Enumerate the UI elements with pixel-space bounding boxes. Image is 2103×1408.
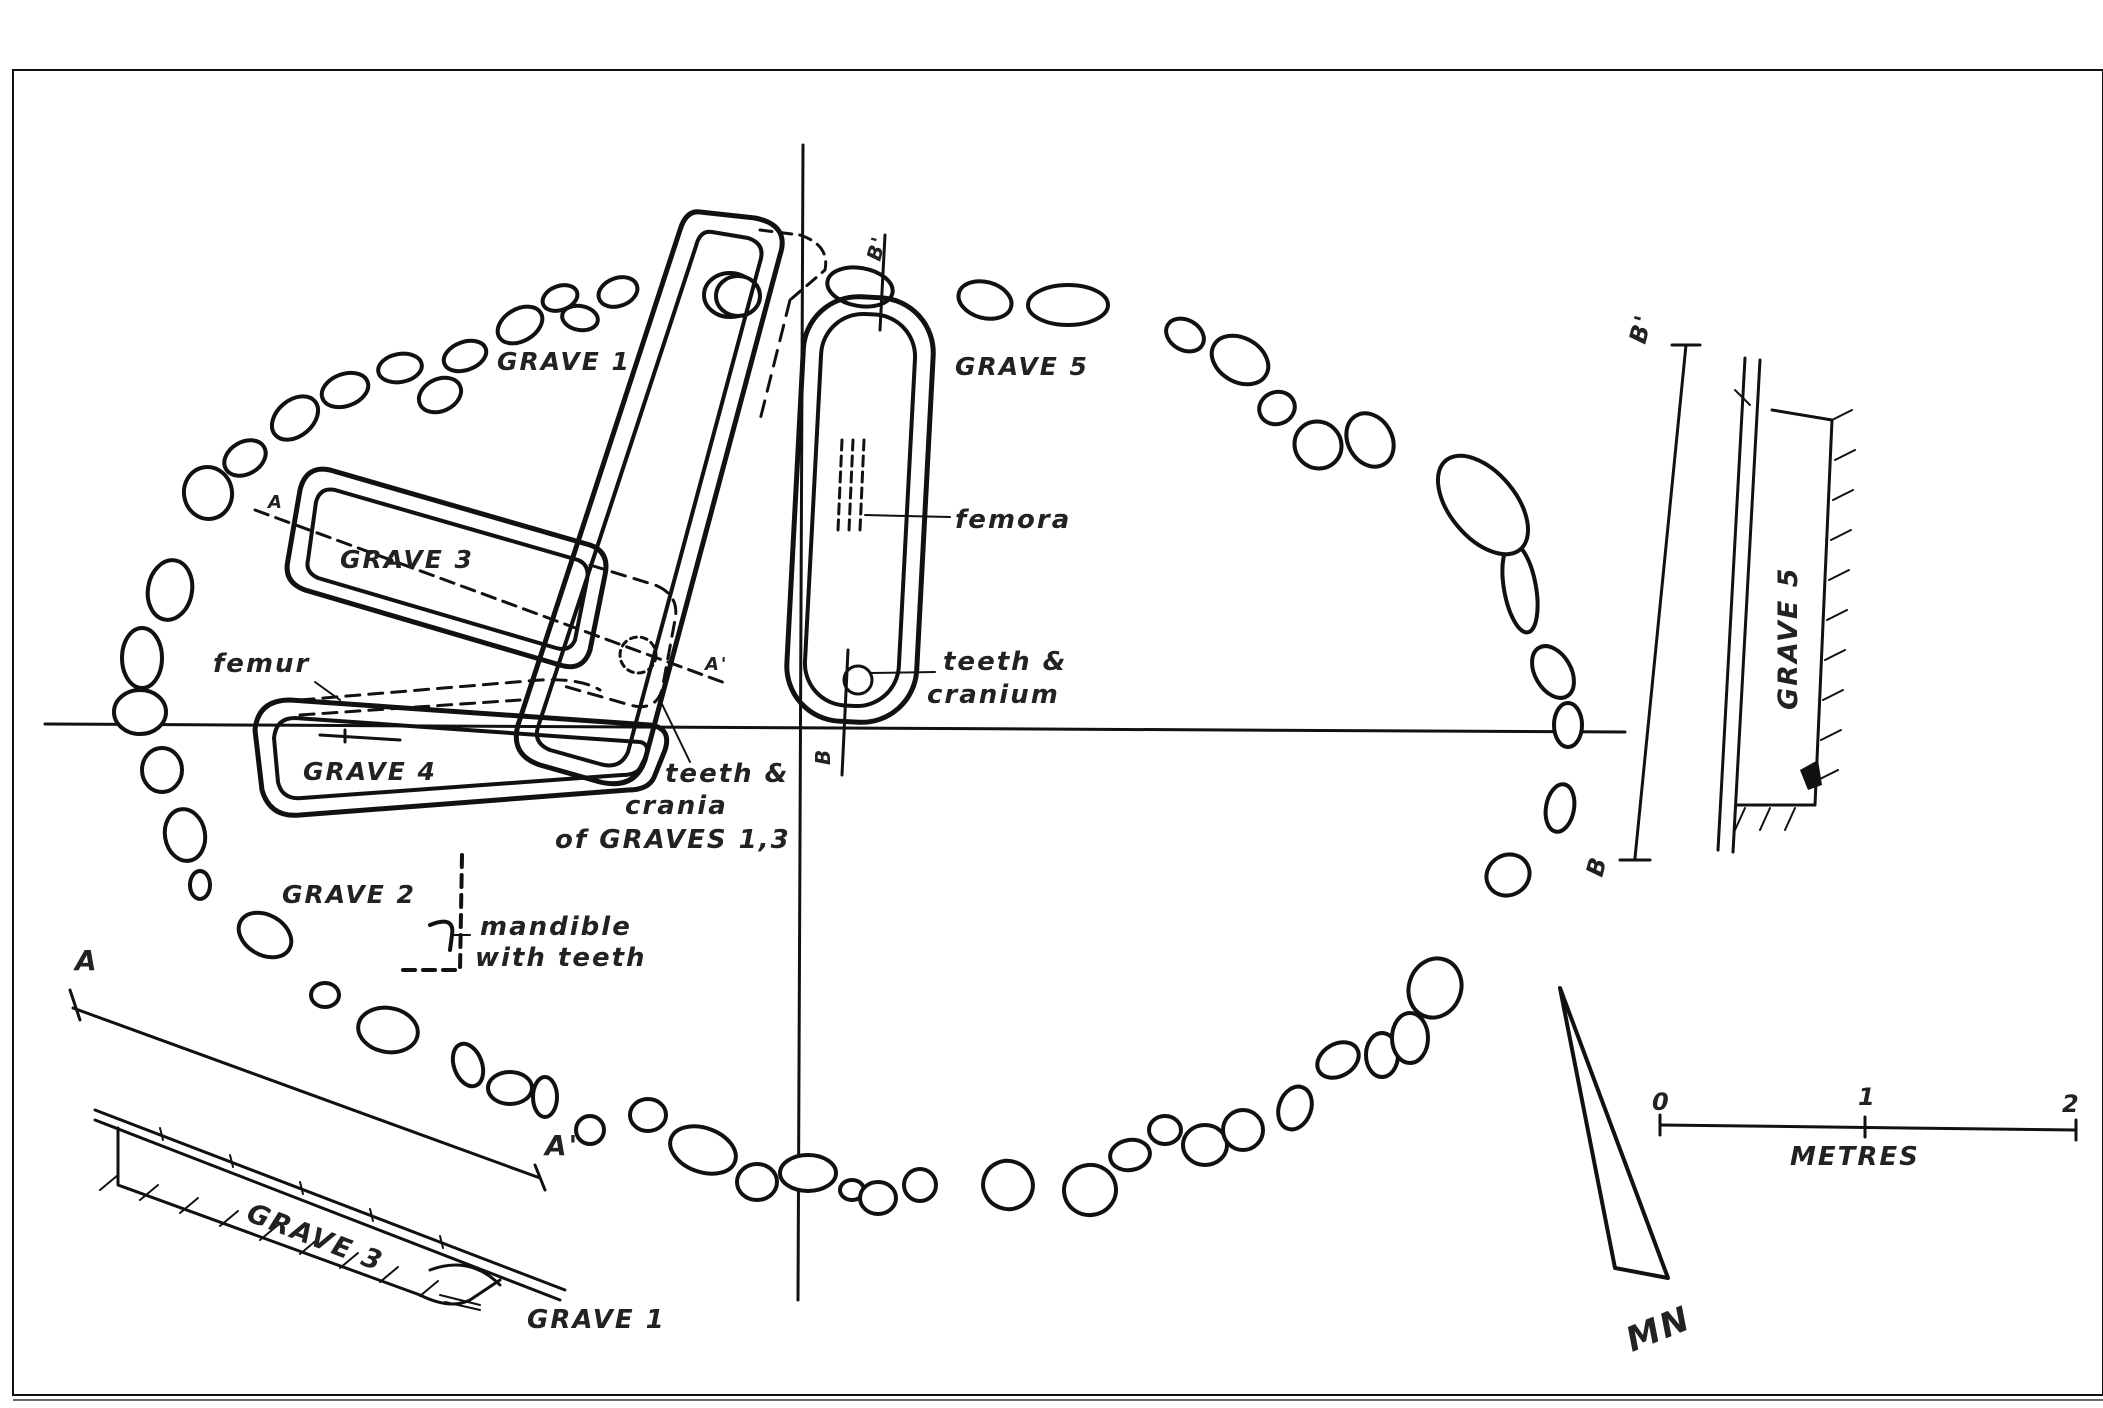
- stone: [1344, 411, 1396, 469]
- label-grave-1: GRAVE 1: [497, 347, 631, 376]
- marker-a-prime-section: A': [543, 1129, 579, 1162]
- plan-labels: GRAVE 1 GRAVE 3 GRAVE 4 GRAVE 5 GRAVE 2 …: [213, 347, 1089, 973]
- stone: [1257, 389, 1297, 427]
- stone: [145, 558, 195, 622]
- grave-1-outline: [513, 209, 828, 787]
- marker-b-prime-plan: B': [862, 233, 892, 264]
- section-lines: [68, 233, 1702, 1192]
- stone: [628, 1097, 668, 1133]
- stone: [1147, 1114, 1183, 1146]
- label-teeth-cranium-1: teeth &: [943, 647, 1067, 677]
- stone: [574, 1114, 606, 1146]
- label-grave-3: GRAVE 3: [340, 545, 474, 574]
- section-label-grave-5: GRAVE 5: [1773, 566, 1804, 710]
- stone: [309, 981, 341, 1009]
- stone: [1221, 1108, 1265, 1152]
- stone: [356, 1005, 420, 1055]
- stone: [1552, 701, 1584, 749]
- grave-5-outline: [784, 294, 936, 725]
- section-label-grave-1: GRAVE 1: [527, 1305, 666, 1335]
- marker-a-prime-plan: A': [703, 654, 728, 675]
- stone: [495, 304, 545, 346]
- grave-4-outline: [252, 678, 670, 818]
- stone: [319, 370, 371, 410]
- stone-circle: [112, 265, 1584, 1218]
- stone: [1292, 419, 1344, 471]
- scale-tick-1: 1: [1858, 1083, 1877, 1111]
- stone: [181, 465, 235, 521]
- stone: [120, 626, 164, 690]
- section-b-drawing: GRAVE 5: [1716, 356, 1856, 854]
- stone: [441, 338, 489, 374]
- stone: [1209, 333, 1271, 387]
- stone: [1108, 1137, 1152, 1173]
- label-teeth-crania-3: of GRAVES 1,3: [555, 825, 791, 855]
- label-grave-5: GRAVE 5: [955, 352, 1089, 381]
- grid-axes: [43, 143, 1627, 1302]
- label-teeth-crania-1: teeth &: [665, 759, 789, 789]
- marker-b-section: B: [1581, 853, 1613, 880]
- stone: [416, 375, 464, 415]
- north-label: MN: [1620, 1298, 1696, 1360]
- label-grave-2: GRAVE 2: [282, 880, 416, 909]
- label-mandible-2: with teeth: [475, 943, 647, 973]
- stone: [858, 1180, 898, 1216]
- label-grave-4: GRAVE 4: [303, 757, 437, 786]
- stone: [596, 275, 640, 309]
- stone: [1276, 1084, 1314, 1132]
- marker-a-section: A: [73, 944, 99, 977]
- marker-b-prime-section: B': [1624, 311, 1659, 347]
- stone: [486, 1070, 534, 1106]
- grave-3-outline: [284, 466, 678, 709]
- marker-a-plan: A: [266, 492, 284, 513]
- stone: [778, 1153, 838, 1193]
- stone: [668, 1124, 738, 1176]
- scale-tick-0: 0: [1652, 1088, 1671, 1116]
- plan-frame: [12, 69, 2103, 1396]
- stone: [1543, 782, 1577, 834]
- stone: [1530, 644, 1576, 700]
- stone: [902, 1167, 938, 1203]
- stone: [269, 394, 321, 442]
- stone: [1315, 1040, 1361, 1080]
- stone: [956, 279, 1014, 321]
- label-femora: femora: [955, 505, 1071, 535]
- stone: [162, 807, 208, 863]
- label-teeth-crania-2: crania: [625, 791, 728, 821]
- stone: [1062, 1162, 1118, 1218]
- stone: [236, 910, 294, 960]
- stone: [1164, 316, 1206, 354]
- stone: [188, 869, 212, 901]
- marker-b-plan: B: [811, 748, 835, 765]
- label-femur: femur: [213, 649, 311, 679]
- stone: [1390, 1011, 1430, 1065]
- stone: [1406, 956, 1464, 1020]
- scale-bar: 0 1 2 METRES: [1652, 1083, 2081, 1172]
- stone: [450, 1041, 486, 1089]
- stone: [376, 351, 424, 385]
- label-mandible-1: mandible: [480, 912, 632, 942]
- stone: [735, 1162, 779, 1202]
- stone: [1484, 852, 1532, 898]
- section-markers: A A' A A' B B' B B': [73, 233, 1658, 1162]
- stone: [140, 746, 184, 794]
- stone: [222, 438, 268, 478]
- stone: [112, 688, 168, 736]
- north-arrow: MN: [1558, 986, 1697, 1360]
- grave-2-outline: [398, 853, 464, 972]
- stone: [1026, 283, 1110, 327]
- stone: [981, 1158, 1035, 1212]
- stone: [560, 303, 600, 333]
- scale-tick-2: 2: [2062, 1090, 2081, 1118]
- scale-unit: METRES: [1790, 1142, 1920, 1172]
- stone: [531, 1075, 559, 1119]
- label-teeth-cranium-2: cranium: [927, 680, 1060, 710]
- section-a-drawing: GRAVE 3 GRAVE 1: [93, 1108, 666, 1335]
- stone: [1435, 453, 1531, 557]
- stone: [1181, 1123, 1229, 1167]
